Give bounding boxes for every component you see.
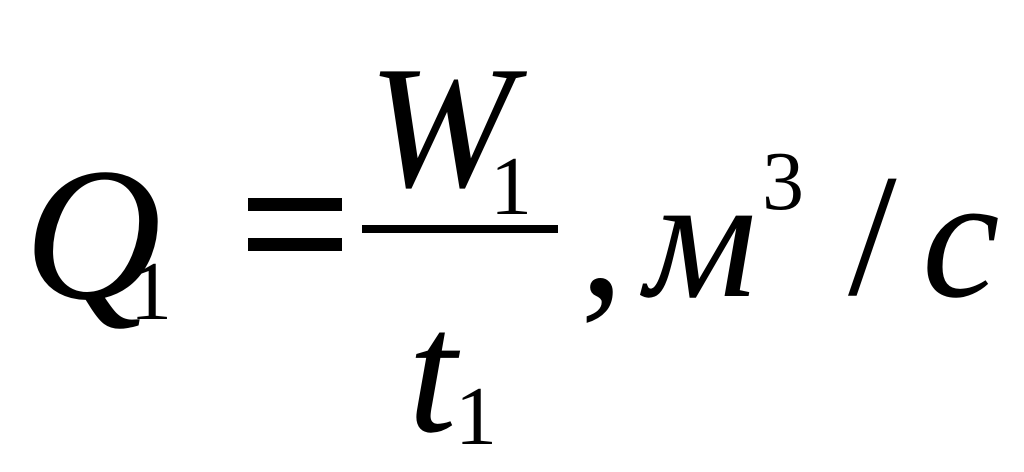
unit-base: м — [645, 140, 757, 334]
fraction-bar — [362, 225, 558, 233]
flow-rate-symbol: Q — [24, 130, 162, 340]
equals-sign-bottom-bar — [248, 238, 342, 251]
separator-comma: , — [580, 140, 624, 334]
numerator-subscript: 1 — [490, 140, 532, 233]
denominator-symbol: t — [408, 275, 457, 469]
unit-exponent: 3 — [762, 135, 804, 228]
equals-sign-top-bar — [248, 198, 342, 211]
flow-rate-subscript: 1 — [130, 245, 172, 338]
unit-per: с — [922, 140, 1000, 334]
numerator-symbol: W — [368, 30, 514, 224]
denominator-subscript: 1 — [455, 370, 497, 463]
unit-slash: / — [848, 138, 897, 332]
